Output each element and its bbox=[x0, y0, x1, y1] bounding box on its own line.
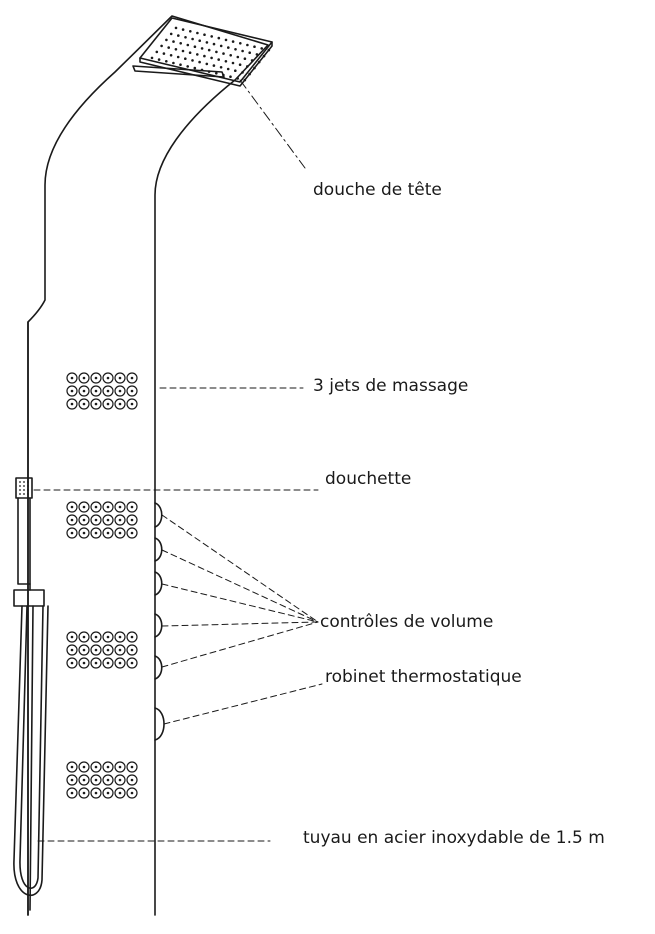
head-shower-plate-edge bbox=[139, 41, 273, 87]
nozzle-group-2 bbox=[66, 501, 138, 539]
waterfall-slot bbox=[132, 65, 225, 78]
leader-volume-1 bbox=[161, 514, 319, 623]
label-volume-controls: contrôles de volume bbox=[320, 612, 494, 632]
label-hand-shower: douchette bbox=[325, 469, 412, 489]
knob-3 bbox=[154, 571, 163, 596]
knob-5 bbox=[154, 655, 163, 680]
thermostatic-knob bbox=[154, 707, 165, 741]
panel-outline bbox=[27, 15, 269, 916]
label-hose: tuyau en acier inoxydable de 1.5 m bbox=[303, 828, 605, 848]
label-head-shower: douche de tête bbox=[313, 180, 442, 200]
massage-nozzles bbox=[66, 372, 138, 799]
volume-knobs bbox=[154, 502, 165, 741]
leader-thermostatic bbox=[163, 683, 323, 725]
leader-lines bbox=[33, 79, 323, 842]
label-thermostatic-valve: robinet thermostatique bbox=[325, 667, 522, 687]
nozzle-group-1 bbox=[66, 372, 138, 410]
knob-4 bbox=[154, 613, 163, 638]
head-shower-holes bbox=[150, 26, 271, 82]
hand-shower-holes bbox=[19, 481, 29, 495]
hand-shower bbox=[13, 477, 49, 911]
leader-volume-3 bbox=[161, 583, 319, 623]
leader-head bbox=[239, 79, 306, 169]
leader-volume-5 bbox=[161, 621, 319, 668]
knob-1 bbox=[154, 502, 163, 528]
nozzle-group-4 bbox=[66, 761, 138, 799]
nozzle-group-3 bbox=[66, 631, 138, 669]
label-massage-jets: 3 jets de massage bbox=[313, 376, 469, 396]
knob-2 bbox=[154, 537, 163, 562]
leader-volume-4 bbox=[161, 621, 319, 627]
leader-volume-2 bbox=[161, 549, 319, 623]
